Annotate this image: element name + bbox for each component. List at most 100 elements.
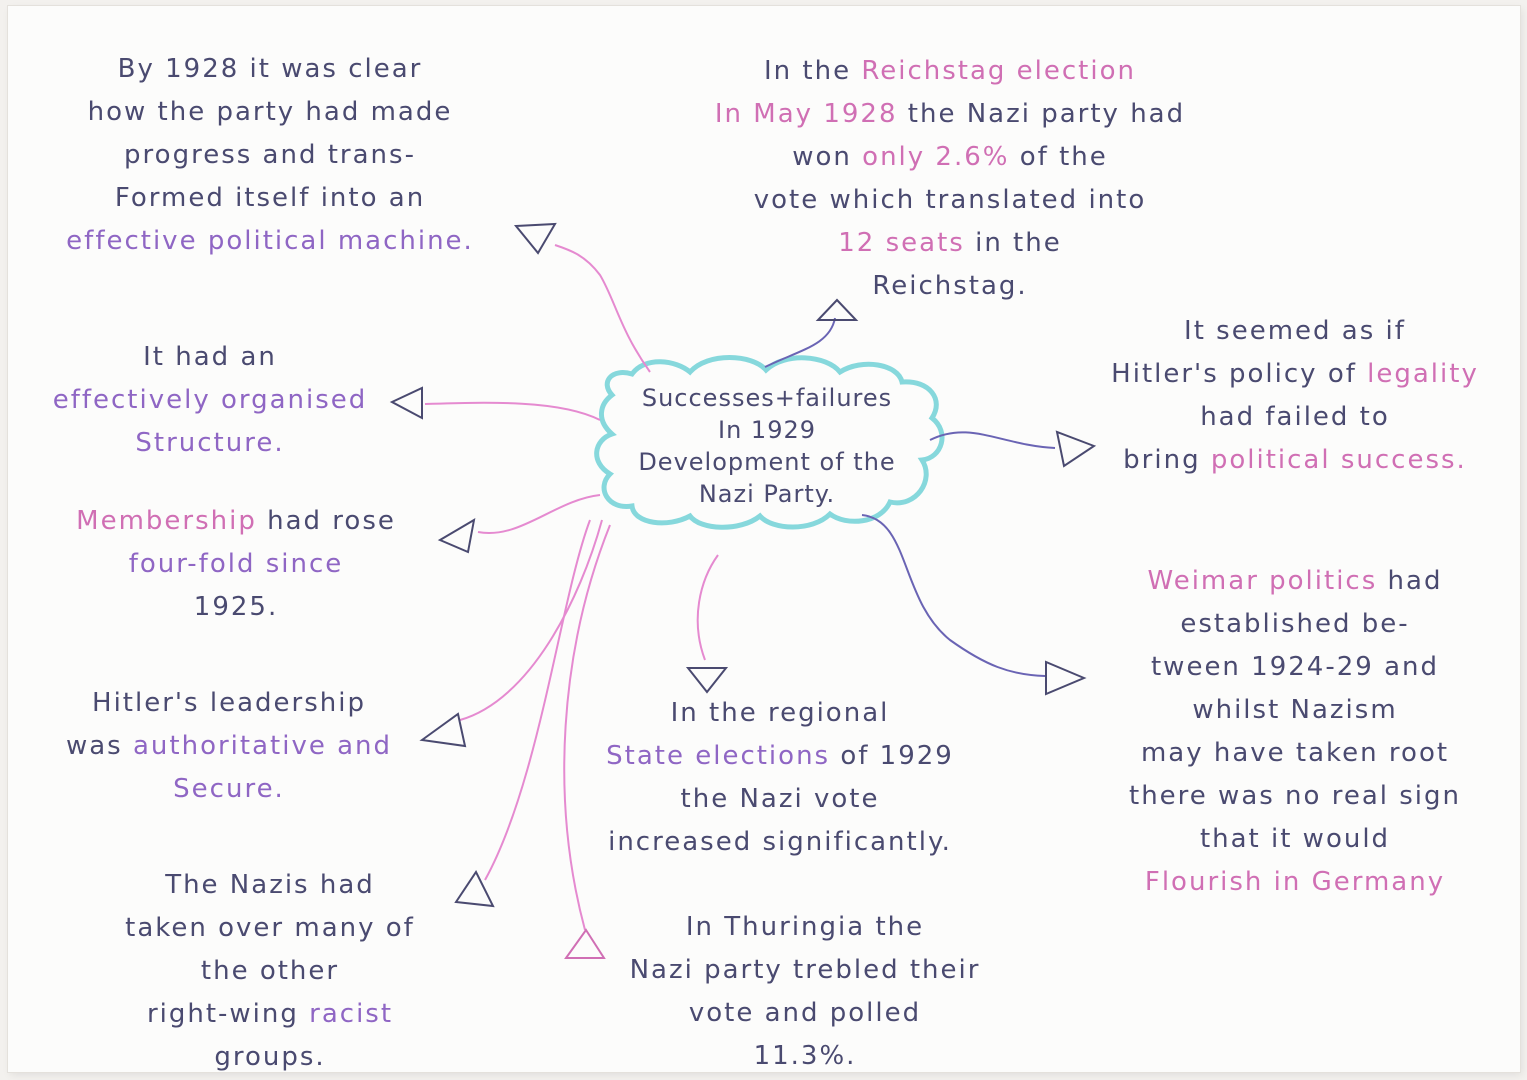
note-regional: In the regional State elections of 1929 … — [570, 692, 990, 864]
arrowhead-regional — [685, 667, 729, 694]
note-line: State elections of 1929 — [570, 735, 990, 778]
note-text: was — [65, 731, 133, 761]
note-text: had rose — [256, 506, 396, 536]
note-line: there was no real sign — [1129, 781, 1461, 811]
note-line: Nazi party trebled their — [629, 955, 981, 985]
paper-sheet — [8, 6, 1520, 1072]
note-line: It seemed as if — [1184, 316, 1406, 346]
note-highlight: only — [862, 142, 926, 172]
note-line: bring political success. — [1080, 439, 1510, 482]
arrowhead-structure — [389, 386, 423, 420]
note-highlight: State elections — [606, 741, 831, 771]
note-highlight: In May 1928 — [714, 99, 898, 129]
note-line: taken over many of — [125, 913, 415, 943]
note-thuringia: In Thuringia the Nazi party trebled thei… — [590, 906, 1020, 1078]
note-text: had — [1377, 566, 1443, 596]
note-line: 12 seats in the — [640, 222, 1260, 265]
note-progress: By 1928 it was clear how the party had m… — [20, 48, 520, 263]
note-line: In May 1928 the Nazi party had — [640, 93, 1260, 136]
note-line: established be- — [1180, 609, 1410, 639]
note-line: right-wing racist — [70, 993, 470, 1036]
connector-membership — [477, 494, 601, 535]
note-line: Structure. — [135, 428, 285, 458]
note-election-1928: In the Reichstag election In May 1928 th… — [640, 50, 1260, 308]
note-line: groups. — [214, 1042, 326, 1072]
note-line: how the party had made — [87, 97, 453, 127]
arrowhead-thuringia — [564, 928, 606, 959]
note-line: the other — [200, 956, 340, 986]
note-line: 11.3%. — [753, 1041, 857, 1071]
note-legality: It seemed as if Hitler's policy of legal… — [1080, 310, 1510, 482]
note-text: of 1929 — [830, 741, 954, 771]
note-line: 1925. — [193, 592, 279, 622]
note-line: Flourish in Germany — [1144, 867, 1446, 897]
connector-weimar — [861, 514, 1046, 677]
connector-groups — [484, 519, 591, 881]
central-topic-line: Successes+failures — [641, 384, 893, 412]
note-text: bring — [1123, 445, 1211, 475]
arrowhead-legality — [1055, 430, 1097, 468]
connector-leadership — [459, 519, 603, 721]
note-line: Membership had rose — [36, 500, 436, 543]
note-line: was authoritative and — [24, 725, 434, 768]
connector-progress — [554, 244, 651, 373]
note-line: Secure. — [173, 774, 285, 804]
note-text: Hitler's policy of — [1111, 359, 1368, 389]
connector-election — [764, 317, 836, 368]
arrowhead-weimar — [1045, 660, 1087, 696]
note-highlight: legality — [1367, 359, 1479, 389]
note-line: Hitler's leadership — [92, 688, 366, 718]
note-highlight: racist — [298, 999, 394, 1029]
arrowhead-leadership — [419, 712, 467, 748]
note-line: may have taken root — [1140, 738, 1450, 768]
note-line: had failed to — [1200, 402, 1390, 432]
note-line: In Thuringia the — [685, 912, 925, 942]
arrowhead-groups — [454, 870, 495, 908]
note-line: In the regional — [670, 698, 890, 728]
arrowhead-progress — [513, 222, 557, 255]
note-line: won only 2.6% of the — [640, 136, 1260, 179]
note-line: It had an — [143, 342, 277, 372]
note-line: whilst Nazism — [1192, 695, 1398, 725]
central-topic-line: In 1929 — [718, 416, 816, 444]
note-line: In the Reichstag election — [640, 50, 1260, 93]
note-line: Hitler's policy of legality — [1080, 353, 1510, 396]
note-line: four-fold since — [128, 549, 344, 579]
connector-thuringia — [563, 524, 611, 931]
note-highlight: Reichstag election — [861, 56, 1136, 86]
note-line: effective political machine. — [66, 226, 474, 256]
central-topic: Successes+failures In 1929 Development o… — [612, 382, 922, 510]
note-line: Weimar politics had — [1080, 560, 1510, 603]
connector-regional — [696, 554, 719, 661]
note-line: increased significantly. — [608, 827, 952, 857]
note-highlight: Weimar politics — [1147, 566, 1378, 596]
note-structure: It had an effectively organised Structur… — [30, 336, 390, 465]
arrowhead-election — [815, 298, 859, 321]
note-line: progress and trans- — [124, 140, 416, 170]
note-leadership: Hitler's leadership was authoritative an… — [24, 682, 434, 811]
central-topic-line: Development of the — [638, 448, 896, 476]
central-topic-line: Nazi Party. — [698, 480, 836, 508]
note-text: In the — [763, 56, 862, 86]
connector-structure — [424, 401, 601, 421]
note-line: By 1928 it was clear — [117, 54, 423, 84]
note-highlight: political success. — [1210, 445, 1467, 475]
note-text: right-wing — [146, 999, 299, 1029]
note-line: that it would — [1199, 824, 1391, 854]
note-line: vote and polled — [688, 998, 922, 1028]
note-text: won — [792, 142, 863, 172]
note-highlight: Membership — [76, 506, 257, 536]
note-line: vote which translated into — [753, 185, 1147, 215]
note-line: The Nazis had — [165, 870, 375, 900]
note-highlight: 2.6% — [925, 142, 1010, 172]
note-text: of the — [1009, 142, 1108, 172]
note-line: tween 1924-29 and — [1150, 652, 1439, 682]
note-line: the Nazi vote — [680, 784, 880, 814]
note-line: effectively organised — [52, 385, 368, 415]
note-groups: The Nazis had taken over many of the oth… — [70, 864, 470, 1079]
note-line: Formed itself into an — [114, 183, 426, 213]
note-weimar: Weimar politics had established be- twee… — [1080, 560, 1510, 904]
note-membership: Membership had rose four-fold since 1925… — [36, 500, 436, 629]
note-highlight: authoritative and — [133, 731, 393, 761]
note-highlight: 12 seats — [838, 228, 965, 258]
